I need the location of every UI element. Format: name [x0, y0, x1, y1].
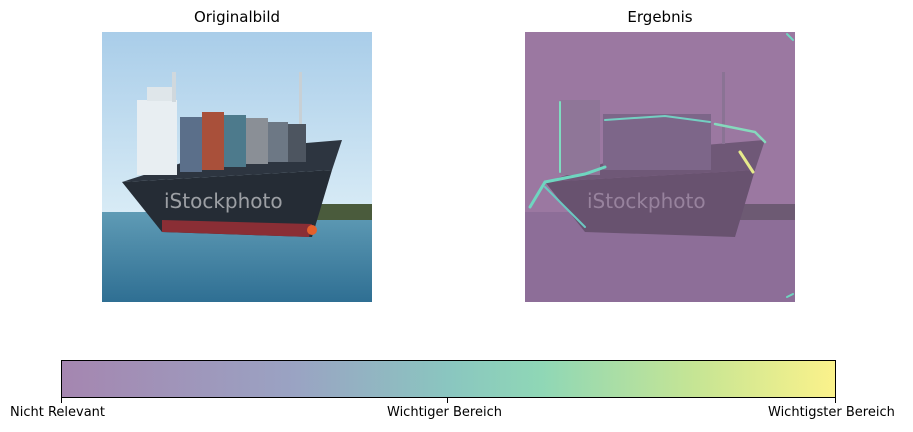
original-image: iStockphoto: [102, 32, 372, 302]
colorbar-label-min: Nicht Relevant: [10, 405, 106, 420]
ship-mast-rear: [172, 72, 176, 102]
colorbar-tick-max: [835, 398, 836, 403]
colorbar-label-mid: Wichtiger Bereich: [387, 405, 502, 420]
result-image-title: Ergebnis: [627, 8, 693, 26]
original-image-title: Originalbild: [193, 8, 281, 26]
ship-hull: [122, 170, 332, 237]
shore: [307, 204, 372, 220]
containers: [180, 112, 306, 172]
relevance-highlights: [528, 33, 794, 298]
overlay-bridge: [560, 100, 600, 175]
ship-waterline: [162, 220, 312, 237]
ship-mast-front: [299, 72, 302, 144]
overlay-ship-hull: [545, 170, 755, 237]
overlay-shore: [730, 204, 795, 220]
overlay-watermark: iStockphoto: [587, 189, 706, 213]
watermark: iStockphoto: [164, 189, 283, 213]
colorbar-label-max: Wichtigster Bereich: [768, 405, 895, 420]
overlay-mast: [722, 72, 725, 144]
ship-bridge-top: [147, 87, 175, 101]
result-image: iStockphoto: [525, 32, 795, 302]
colorbar: [61, 360, 836, 398]
colorbar-tick-mid: [447, 398, 448, 403]
colorbar-tick-min: [61, 398, 62, 403]
colorbar-gradient: [61, 360, 836, 398]
buoy: [307, 225, 317, 235]
ship-bridge: [137, 100, 177, 175]
overlay-containers: [603, 114, 711, 170]
